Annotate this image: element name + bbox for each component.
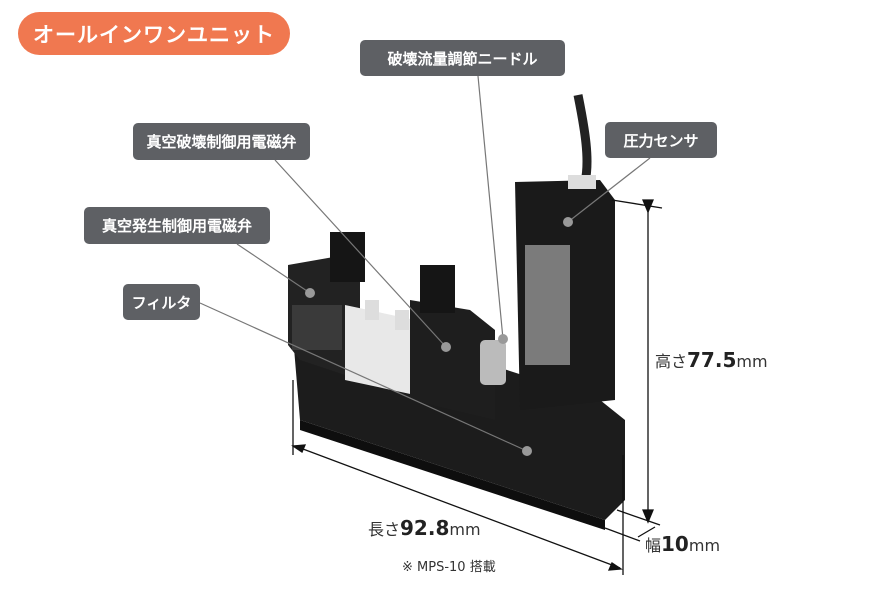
model-note: ※ MPS-10 搭載 <box>402 560 496 575</box>
section-title-badge: オールインワンユニット <box>18 12 290 55</box>
callout-filter: フィルタ <box>123 284 200 320</box>
length-dimension-label: 長さ92.8mm <box>368 516 481 540</box>
height-value: 77.5 <box>687 348 737 372</box>
width-dimension-line <box>637 526 656 538</box>
length-prefix: 長さ <box>368 520 401 539</box>
callout-dots <box>305 217 573 456</box>
height-dimension-label: 高さ77.5mm <box>655 348 768 372</box>
callout-sensor: 圧力センサ <box>605 122 717 158</box>
length-value: 92.8 <box>400 516 450 540</box>
width-unit: mm <box>688 536 721 555</box>
break-valve-connector <box>420 265 455 313</box>
width-prefix: 幅 <box>645 536 662 555</box>
callout-break-valve: 真空破壊制御用電磁弁 <box>133 123 310 160</box>
width-value: 10 <box>661 532 689 556</box>
needle-knob <box>480 340 506 385</box>
callout-gen-valve: 真空発生制御用電磁弁 <box>84 207 270 244</box>
gen-valve-connector <box>330 232 365 282</box>
height-prefix: 高さ <box>655 352 688 371</box>
callout-needle: 破壊流量調節ニードル <box>360 40 565 76</box>
length-unit: mm <box>449 520 481 539</box>
sensor-cable <box>573 94 592 183</box>
width-dimension-label: 幅10mm <box>645 532 720 556</box>
length-dimension-line <box>294 445 621 569</box>
height-unit: mm <box>736 352 768 371</box>
